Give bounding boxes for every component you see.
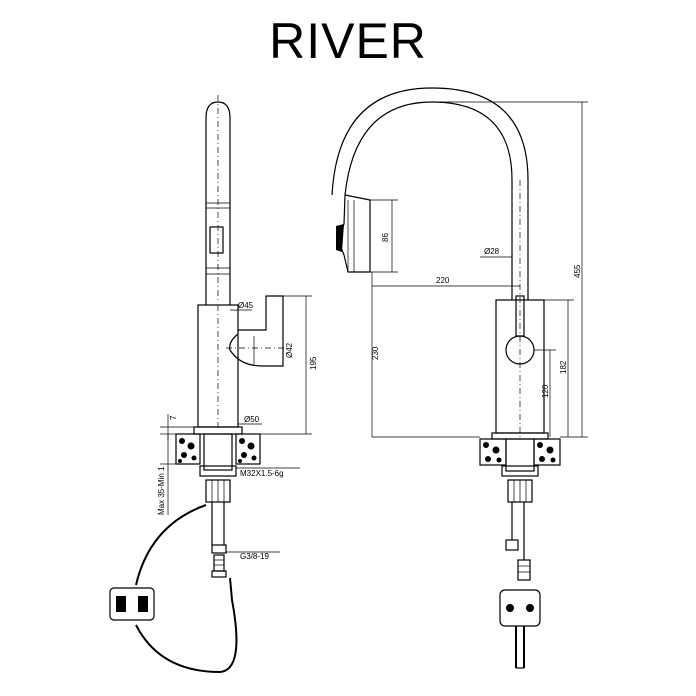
side-view: 195 Ø45 Ø42 Ø50 7 Max 35-Min 1 M32X1.5-6… [109,95,318,674]
side-spray-button [209,226,224,254]
side-counter-right [235,433,261,465]
side-hose-weight [109,587,155,621]
side-handle [229,295,284,367]
side-dim-thread: M32X1.5-6g [240,469,284,478]
side-dim-spout-dia: Ø45 [238,301,254,310]
front-dim-spray-length: 86 [381,233,390,242]
side-hose-end [211,570,227,578]
product-title: RIVER [269,13,427,69]
front-hose-fitting-right [517,559,531,581]
side-dim-handle-dia: Ø42 [285,342,294,358]
side-dim-max-counter: Max 35-Min 1 [157,466,166,515]
front-spray-button [336,224,344,252]
side-pullout-hose [135,504,207,586]
side-threaded-shank [203,433,233,471]
front-hose-weight [499,589,541,627]
side-mounting-nut [199,465,237,477]
front-hose-fitting-left [505,539,519,551]
side-dim-base-dia: Ø50 [244,415,260,424]
side-spout-tube [205,101,231,305]
side-dim-base-thickness: 7 [169,415,178,420]
front-dim-body-height: 120 [541,384,550,398]
front-counter-hatching [483,442,556,463]
front-handle-lever [515,295,525,337]
side-counter-left [175,433,201,465]
front-spout-inner [331,87,529,300]
side-base-flange [193,426,243,435]
front-view: 86 Ø28 220 230 455 182 120 [331,87,588,669]
front-threaded-shank [505,438,535,472]
front-dim-reach: 220 [436,276,450,285]
front-mounting-nut [501,465,539,477]
side-counter-hatching [178,438,257,463]
side-hose-fitting [211,544,227,554]
side-dim-hose-thread: G3/8-19 [240,552,269,561]
front-dim-total-height: 455 [573,264,582,278]
side-dim-body-height: 195 [309,356,318,370]
side-hose-nut [213,554,225,572]
front-dim-spray-dia: Ø28 [484,247,500,256]
front-dim-handle-height: 182 [559,360,568,374]
front-dim-spout-clearance: 230 [371,346,380,360]
